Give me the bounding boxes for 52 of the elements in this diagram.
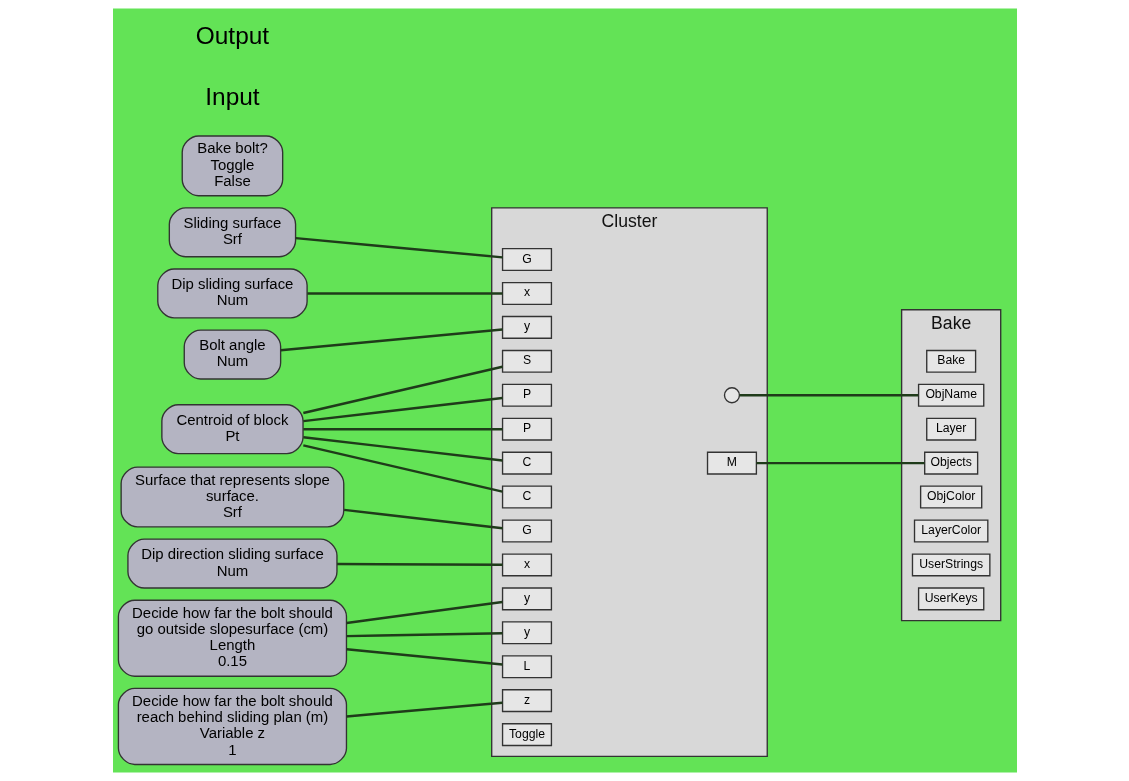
node-box: x <box>501 281 552 305</box>
connector <box>295 236 503 259</box>
node-box: LayerColor <box>913 519 988 543</box>
connector <box>756 461 924 465</box>
node-box: Toggle <box>501 723 552 747</box>
node-box: z <box>501 689 552 713</box>
node-box: ObjName <box>917 383 984 407</box>
connector <box>302 365 503 415</box>
connector <box>302 427 502 431</box>
node-box: C <box>501 485 552 509</box>
node-box: Dip direction sliding surface Num <box>126 538 338 589</box>
node-box: M <box>706 451 757 475</box>
node-box: L <box>501 655 552 679</box>
node-box: C <box>501 451 552 475</box>
node-box: Decide how far the bolt should go outside slopesurface (cm) Length 0.15 <box>117 599 347 677</box>
node-box: UserStrings <box>911 553 991 577</box>
node-box: Bolt angle Num <box>183 329 281 380</box>
node-box: y <box>501 315 552 339</box>
node-box: P <box>501 383 552 407</box>
node-box: G <box>501 248 552 272</box>
connector <box>302 444 503 493</box>
connector <box>280 328 502 352</box>
node-box: Surface that represents slope surface. Srf <box>119 466 344 528</box>
connector <box>345 600 503 625</box>
node-box: y <box>501 621 552 645</box>
connector <box>336 562 502 567</box>
node-box: Layer <box>925 417 976 441</box>
connector <box>343 508 503 530</box>
node-box: Decide how far the bolt should reach behind sliding plan (m) Variable z 1 <box>117 687 347 766</box>
connector <box>346 632 502 638</box>
node-box: Dip sliding surface Num <box>156 268 308 319</box>
node-box: S <box>501 349 552 373</box>
node-box: ObjColor <box>919 485 982 509</box>
node-box: Sliding surface Srf <box>168 207 296 258</box>
node-box: P <box>501 417 552 441</box>
connector <box>302 396 502 423</box>
label: Output <box>195 22 269 50</box>
connector <box>306 292 502 295</box>
connector <box>346 648 502 666</box>
node-box: y <box>501 587 552 611</box>
connector <box>739 394 918 397</box>
node-box: Bake <box>925 349 976 373</box>
node-box: Centroid of block Pt <box>160 404 304 455</box>
node-box: UserKeys <box>917 587 984 611</box>
connector <box>302 436 502 462</box>
node-box: Bake bolt? Toggle False <box>181 135 283 197</box>
connector <box>346 701 502 718</box>
label: Input <box>204 83 260 111</box>
node-box: Objects <box>923 451 978 475</box>
node-box: G <box>501 519 552 543</box>
node-circle <box>723 387 740 404</box>
node-box: x <box>501 553 552 577</box>
